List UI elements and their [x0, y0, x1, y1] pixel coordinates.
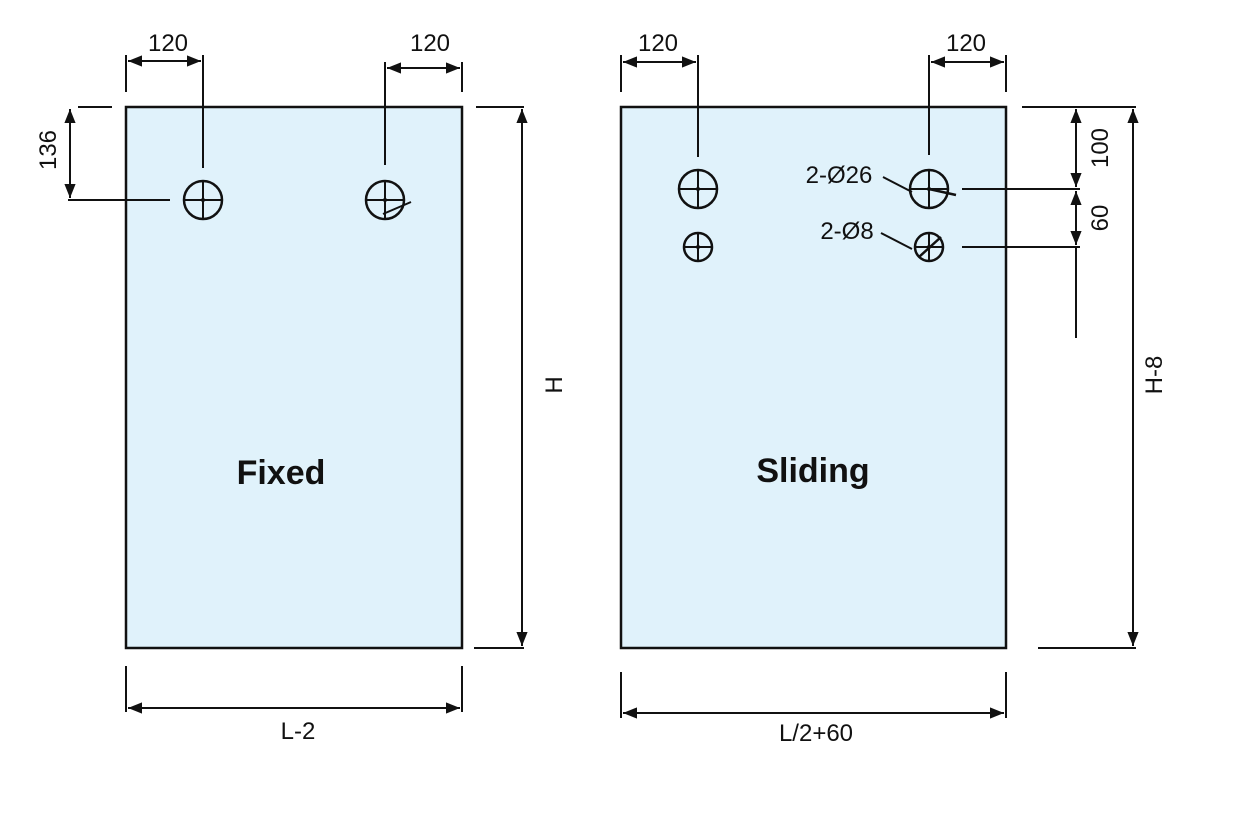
fixed-panel-title: Fixed	[237, 454, 326, 492]
sliding-glass-rect	[619, 105, 1008, 650]
sliding-hole-spacing-label: 60	[1087, 205, 1114, 232]
fixed-hole-left	[182, 179, 224, 221]
fixed-dim-width: L-2	[125, 666, 463, 745]
sliding-dim-offset-left: 120	[620, 30, 699, 157]
fixed-dim-hole-from-top: 136	[35, 109, 170, 201]
sliding-panel-title: Sliding	[756, 452, 869, 490]
sliding-offset-right-label: 120	[946, 30, 986, 57]
sliding-dim-offset-right: 120	[928, 30, 1007, 155]
fixed-offset-right-label: 120	[410, 30, 450, 57]
fixed-hole-right	[364, 179, 412, 221]
sliding-offset-left-label: 120	[638, 30, 678, 57]
fixed-panel: 120 120 136 H L-2 Fixed	[35, 30, 568, 745]
fixed-hole-from-top-label: 136	[35, 130, 62, 170]
sliding-hole-small-label: 2-Ø8	[820, 218, 873, 245]
sliding-hole-left-small	[682, 231, 714, 263]
sliding-hole-large-label: 2-Ø26	[806, 162, 873, 189]
sliding-dim-width: L/2+60	[620, 672, 1007, 747]
sliding-first-hole-from-top-label: 100	[1087, 128, 1114, 168]
sliding-hole-right-large	[908, 168, 957, 210]
fixed-width-label: L-2	[281, 718, 316, 745]
sliding-hole-left-large	[677, 168, 719, 210]
fixed-dim-height: H	[516, 109, 568, 646]
sliding-panel: 2-Ø26 2-Ø8 120 120 100 60	[619, 30, 1168, 747]
fixed-glass-rect	[124, 105, 464, 650]
sliding-width-label: L/2+60	[779, 720, 853, 747]
sliding-hole-right-small	[913, 231, 945, 263]
sliding-hole-large-callout: 2-Ø26	[806, 162, 913, 193]
fixed-height-label: H	[541, 376, 568, 393]
fixed-dim-offset-right: 120	[384, 30, 463, 165]
fixed-offset-left-label: 120	[148, 30, 188, 57]
fixed-dim-offset-left: 120	[125, 30, 204, 168]
sliding-dim-height: H-8	[1127, 109, 1168, 646]
sliding-height-label: H-8	[1141, 356, 1168, 395]
sliding-dim-hole-positions: 100 60	[962, 109, 1114, 338]
sliding-hole-small-callout: 2-Ø8	[820, 218, 913, 250]
